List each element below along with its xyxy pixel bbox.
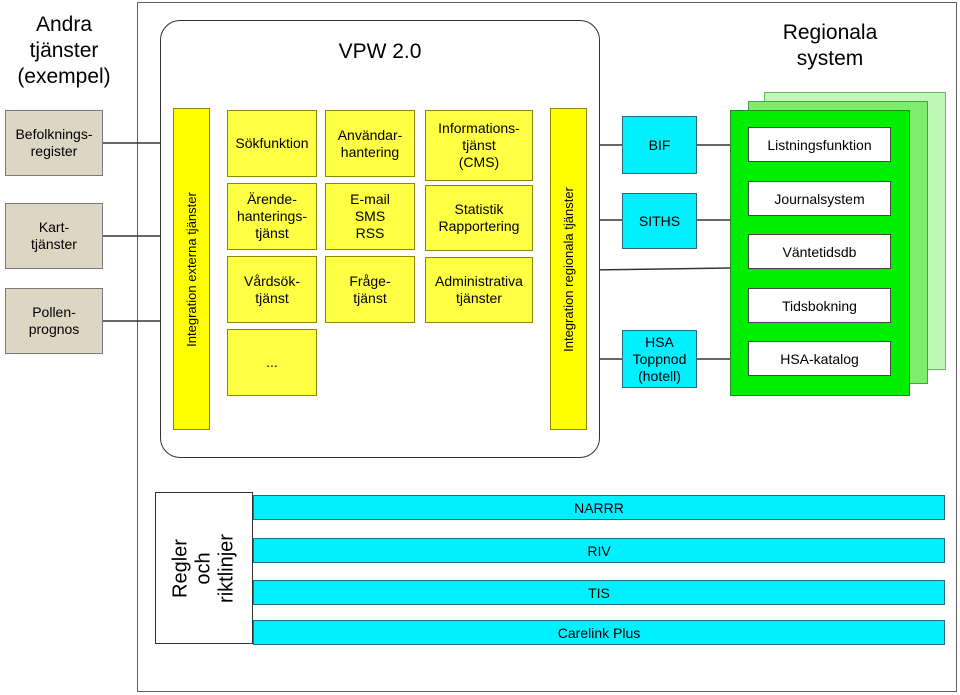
connector-regional-direct — [586, 267, 731, 271]
middleware-bif: BIF — [622, 116, 697, 174]
regional-system-vantetidsdb: Väntetidsdb — [748, 234, 891, 269]
integration-regional-bar: Integration regionala tjänster — [550, 108, 587, 430]
outer-frame — [137, 2, 957, 692]
module-anvandarhantering: Användar- hantering — [325, 110, 415, 177]
module-administrativa: Administrativa tjänster — [425, 257, 533, 323]
regional-system-journalsystem: Journalsystem — [748, 181, 891, 216]
rules-box: Regler och riktlinjer — [155, 492, 253, 644]
module-more: ... — [227, 329, 317, 396]
module-informationstjanst: Informations- tjänst (CMS) — [425, 110, 533, 181]
integration-external-bar: Integration externa tjänster — [173, 108, 210, 430]
module-sokfunktion: Sökfunktion — [227, 110, 317, 177]
rule-bar-carelink-plus: Carelink Plus — [253, 620, 945, 645]
module-arendehantering: Ärende- hanterings- tjänst — [227, 183, 317, 250]
module-vardsoktjanst: Vårdsök- tjänst — [227, 256, 317, 323]
external-service-kart: Kart- tjänster — [5, 203, 103, 269]
external-service-befolkningsregister: Befolknings- register — [5, 110, 103, 176]
middleware-siths: SITHS — [622, 193, 697, 249]
rule-bar-riv: RIV — [253, 538, 945, 563]
module-fragetjanst: Fråge- tjänst — [325, 256, 415, 323]
regional-system-hsa-katalog: HSA-katalog — [748, 341, 891, 376]
rule-bar-narrr: NARRR — [253, 495, 945, 520]
rules-label: Regler och riktlinjer — [169, 533, 238, 603]
header-other-services: Andra tjänster (exempel) — [17, 13, 111, 88]
module-statistik: Statistik Rapportering — [425, 185, 533, 251]
vpw-title: VPW 2.0 — [338, 40, 422, 63]
middleware-hsa-toppnod: HSA Toppnod (hotell) — [622, 330, 697, 388]
header-regional-systems: Regionala system — [782, 21, 878, 70]
module-email-sms-rss: E-mail SMS RSS — [325, 183, 415, 250]
rule-bar-tis: TIS — [253, 580, 945, 605]
external-service-pollen: Pollen- prognos — [5, 288, 103, 354]
integration-regional-label: Integration regionala tjänster — [561, 186, 576, 352]
integration-external-label: Integration externa tjänster — [184, 191, 199, 347]
regional-system-tidsbokning: Tidsbokning — [748, 288, 891, 323]
regional-system-listningsfunktion: Listningsfunktion — [748, 127, 891, 162]
